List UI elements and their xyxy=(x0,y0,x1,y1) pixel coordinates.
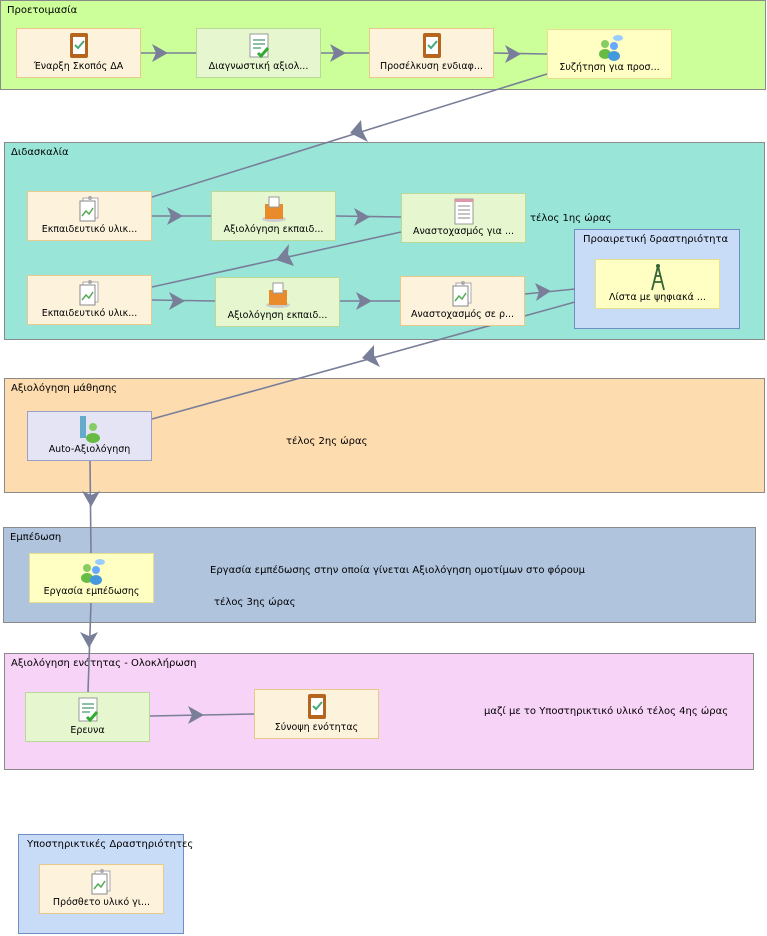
node-label: Έναρξη Σκοπός ΔΑ xyxy=(33,61,124,72)
node-research[interactable]: Ερευνα xyxy=(25,692,150,742)
discussion-icon xyxy=(598,35,623,61)
region-title: Προαιρετική δραστηριότητα xyxy=(583,234,729,245)
node-extra[interactable]: Πρόσθετο υλικό γι... xyxy=(39,864,164,914)
node-label: Ερευνα xyxy=(70,725,105,736)
discussion-icon xyxy=(80,559,105,585)
note-end-hour-4: μαζί με το Υποστηρικτικό υλικό τέλος 4ης… xyxy=(484,706,729,717)
checklist-icon xyxy=(78,697,98,723)
document-icon xyxy=(79,196,98,222)
node-label: Συζήτηση για προσ... xyxy=(559,62,660,73)
note-end-hour-2: τέλος 2ης ώρας xyxy=(286,436,368,447)
user-test-icon xyxy=(79,416,100,443)
node-label: Αναστοχασμός σε ρ... xyxy=(410,309,515,320)
node-label: Προσέλκυση ενδιαφ... xyxy=(380,61,483,72)
node-eval2[interactable]: Αξιολόγηση εκπαιδ... xyxy=(215,277,340,327)
node-reflect1[interactable]: Αναστοχασμός για ... xyxy=(401,193,526,243)
antenna-icon xyxy=(650,264,665,291)
region-title: Διδασκαλία xyxy=(11,147,69,158)
node-label: Εκπαιδευτικό υλικ... xyxy=(41,224,138,235)
region-embedding: Εμπέδωση xyxy=(3,527,756,623)
node-label: Πρόσθετο υλικό γι... xyxy=(52,897,151,908)
checklist-icon xyxy=(249,33,269,59)
region-title: Αξιολόγηση ενότητας - Ολοκλήρωση xyxy=(11,658,197,669)
node-eval1[interactable]: Αξιολόγηση εκπαιδ... xyxy=(211,191,336,241)
submission-icon xyxy=(265,282,290,308)
clipboard-icon xyxy=(307,694,326,719)
node-label: Σύνοψη ενότητας xyxy=(274,722,359,733)
node-discussion[interactable]: Συζήτηση για προσ... xyxy=(547,29,672,79)
node-label: Εργασία εμπέδωσης xyxy=(43,586,140,597)
document-icon xyxy=(79,280,98,306)
note-embedding-description: Εργασία εμπέδωσης στην οποία γίνεται Αξι… xyxy=(210,565,585,576)
note-end-hour-1: τέλος 1ης ώρας xyxy=(530,213,612,224)
node-label: Διαγνωστική αξιολ... xyxy=(208,61,309,72)
node-attract[interactable]: Προσέλκυση ενδιαφ... xyxy=(369,28,494,78)
region-title: Προετοιμασία xyxy=(7,5,78,16)
node-label: Auto-Αξιολόγηση xyxy=(48,444,131,455)
node-label: Εκπαιδευτικό υλικ... xyxy=(41,308,138,319)
document-icon xyxy=(91,869,110,895)
submission-icon xyxy=(261,196,286,222)
node-label: Αξιολόγηση εκπαιδ... xyxy=(223,224,324,235)
note-end-hour-3: τέλος 3ης ώρας xyxy=(214,597,296,608)
document-icon xyxy=(452,281,471,307)
node-start[interactable]: Έναρξη Σκοπός ΔΑ xyxy=(16,28,141,78)
clipboard-icon xyxy=(69,33,88,58)
node-label: Αξιολόγηση εκπαιδ... xyxy=(227,310,328,321)
node-label: Λίστα με ψηφιακά ... xyxy=(609,292,706,303)
region-title: Εμπέδωση xyxy=(10,532,62,543)
clipboard-icon xyxy=(422,33,441,58)
notepad-icon xyxy=(454,198,473,225)
edge-arrowhead xyxy=(350,120,368,142)
node-embed-task[interactable]: Εργασία εμπέδωσης xyxy=(29,553,154,603)
edge-arrowhead xyxy=(82,491,100,507)
node-edu2[interactable]: Εκπαιδευτικό υλικ... xyxy=(27,275,152,325)
node-label: Αναστοχασμός για ... xyxy=(412,226,515,237)
node-self-eval[interactable]: Auto-Αξιολόγηση xyxy=(27,411,152,461)
node-summary[interactable]: Σύνοψη ενότητας xyxy=(254,689,379,739)
node-list[interactable]: Λίστα με ψηφιακά ... xyxy=(595,259,720,309)
region-title: Αξιολόγηση μάθησης xyxy=(11,383,118,394)
region-title: Υποστηρικτικές Δραστηριότητες xyxy=(27,839,194,850)
edge-arrowhead xyxy=(80,632,98,648)
node-diagnostic[interactable]: Διαγνωστική αξιολ... xyxy=(196,28,321,78)
edge-arrowhead xyxy=(362,345,380,367)
node-edu1[interactable]: Εκπαιδευτικό υλικ... xyxy=(27,191,152,241)
node-reflect2[interactable]: Αναστοχασμός σε ρ... xyxy=(400,276,525,326)
